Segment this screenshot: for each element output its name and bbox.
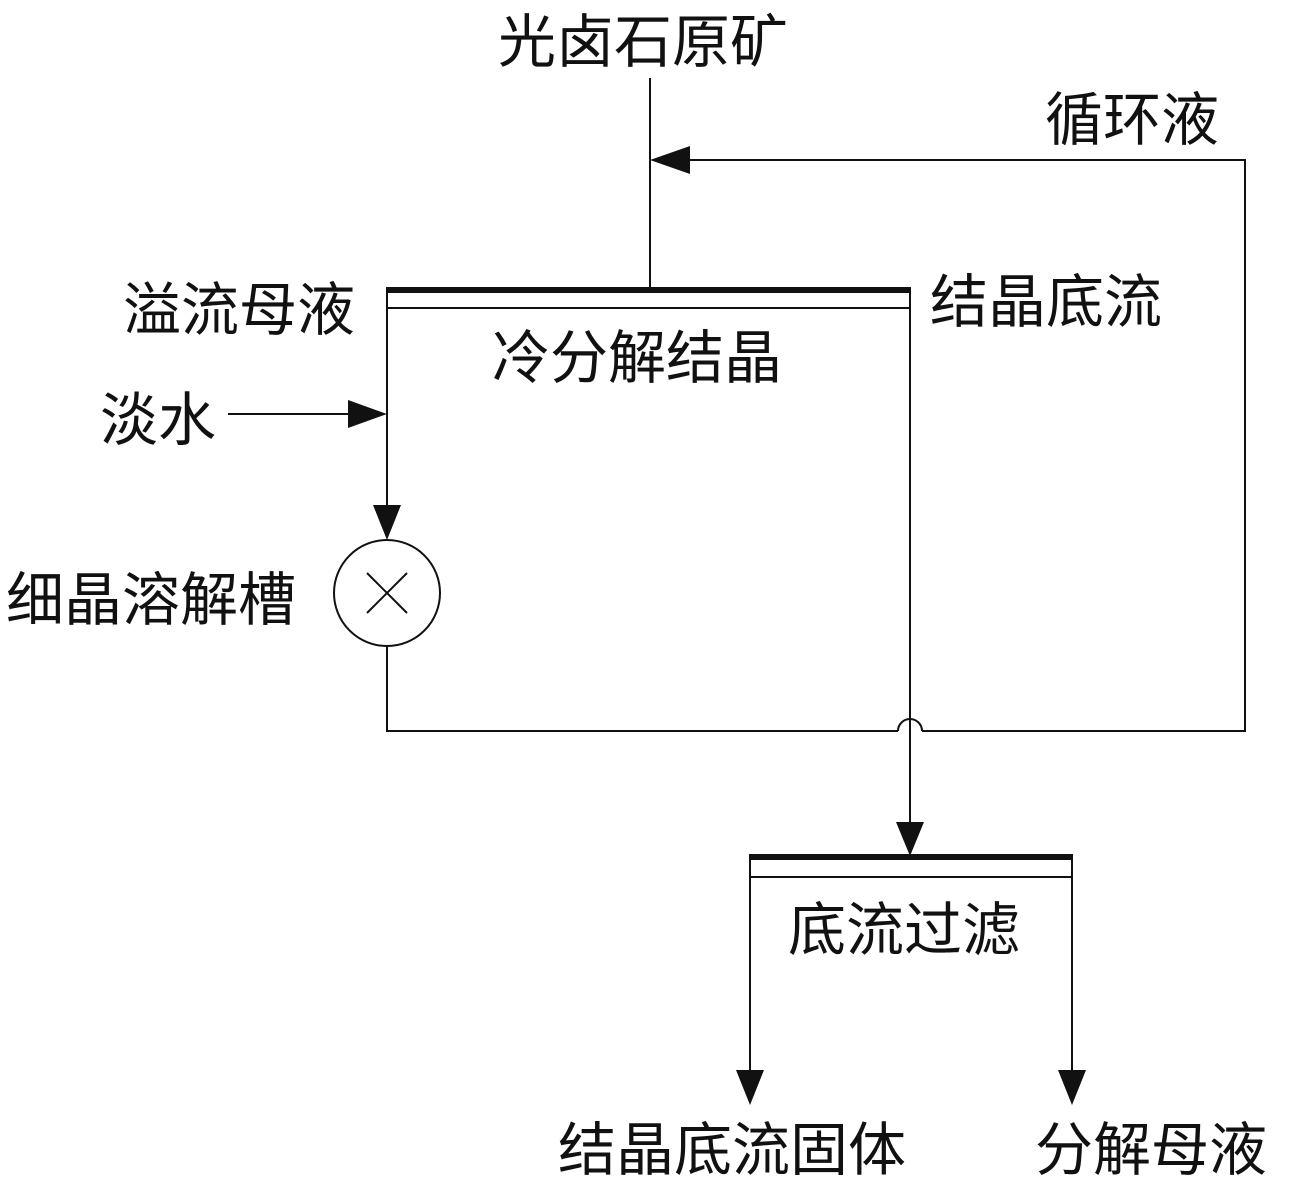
filter-inlet-arrowhead — [896, 822, 924, 856]
recycle-arrowhead — [650, 146, 690, 174]
fine-crystal-dissolving-tank-label: 细晶溶解槽 — [6, 566, 296, 634]
crystallizer-top-bar — [387, 287, 910, 293]
crystal-underflow-solid-label: 结晶底流固体 — [558, 1116, 906, 1181]
fresh-water-arrowhead — [348, 400, 387, 428]
recycle-liquor-label: 循环液 — [1045, 86, 1219, 154]
liquor-outlet-arrowhead — [1058, 1070, 1086, 1105]
tank-inlet-arrowhead — [373, 505, 401, 540]
raw-ore-label: 光卤石原矿 — [498, 8, 788, 76]
cold-decomposition-crystallization-label: 冷分解结晶 — [492, 324, 782, 392]
filter-top-bar — [750, 854, 1072, 860]
line-crossover-hop — [897, 718, 923, 732]
solid-outlet-arrowhead — [736, 1070, 764, 1105]
crystal-underflow-label: 结晶底流 — [930, 268, 1162, 336]
fresh-water-label: 淡水 — [100, 386, 216, 454]
decomposition-mother-liquor-label: 分解母液 — [1035, 1116, 1267, 1181]
tank-cross-icon-b — [366, 572, 408, 614]
tank-outlet-line — [386, 646, 898, 732]
recycle-liquor-line — [690, 159, 1246, 732]
overflow-mother-liquor-label: 溢流母液 — [123, 276, 355, 344]
underflow-filtration-label: 底流过滤 — [788, 896, 1020, 964]
